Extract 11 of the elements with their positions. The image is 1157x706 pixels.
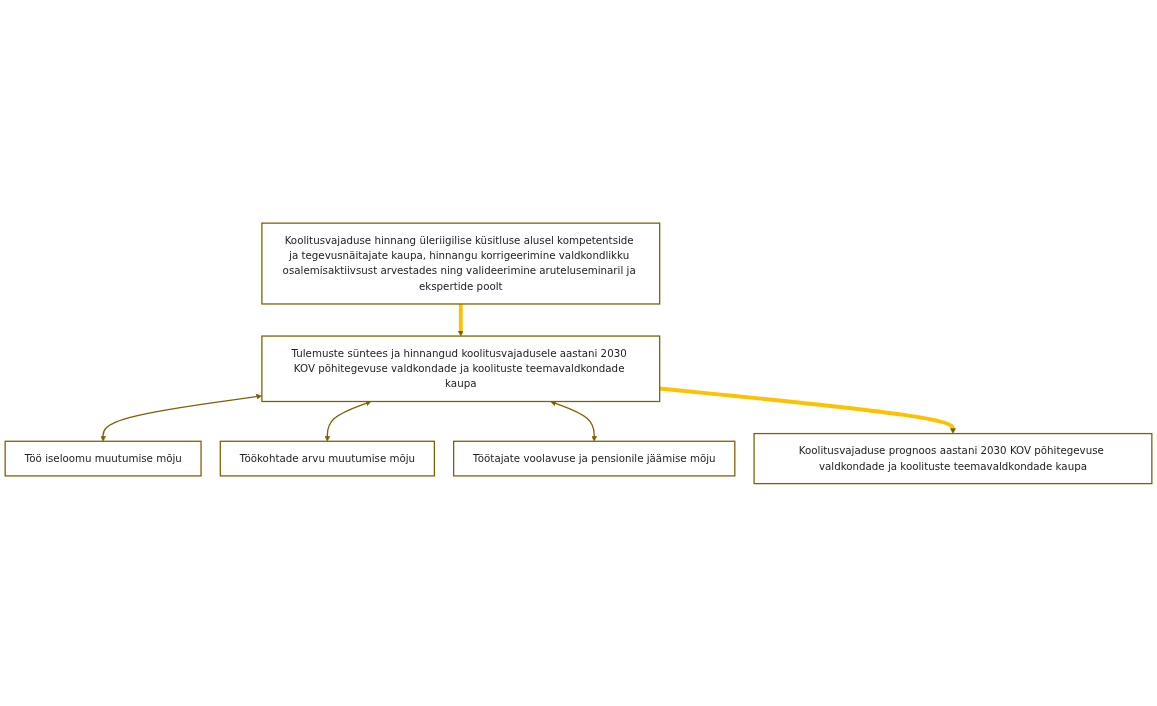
- node-box: Töötajate voolavuse ja pensionile jäämise mõju: [453, 440, 736, 477]
- arrow: [457, 303, 464, 336]
- node-box: Tulemuste süntees ja hinnangud koolitusvajadusele aastani 2030 KOV põhitegevuse valdkondade ja koolituste teemavaldkondade kaupa: [261, 335, 661, 402]
- node-box: Koolitusvajaduse prognoos aastani 2030 KOV põhitegevuse valdkondade ja koolituste teemavaldkondade kaupa: [753, 432, 1153, 484]
- arrow: [659, 386, 956, 434]
- node-box: Töökohtade arvu muutumise mõju: [219, 440, 435, 477]
- arrow: [100, 393, 262, 442]
- arrow: [324, 400, 372, 442]
- node-box: Töö iseloomu muutumise mõju: [4, 440, 202, 477]
- arrow: [550, 400, 598, 442]
- node-box: Koolitusvajaduse hinnang üleriigilise küsitluse alusel kompetentside ja tegevusnäitajate kaupa, hinnangu korrigeerimine valdkondlikku osalemisaktiivsust arvestades ning valideerimine aruteluseminaril ja ekspertide poolt: [261, 222, 661, 305]
